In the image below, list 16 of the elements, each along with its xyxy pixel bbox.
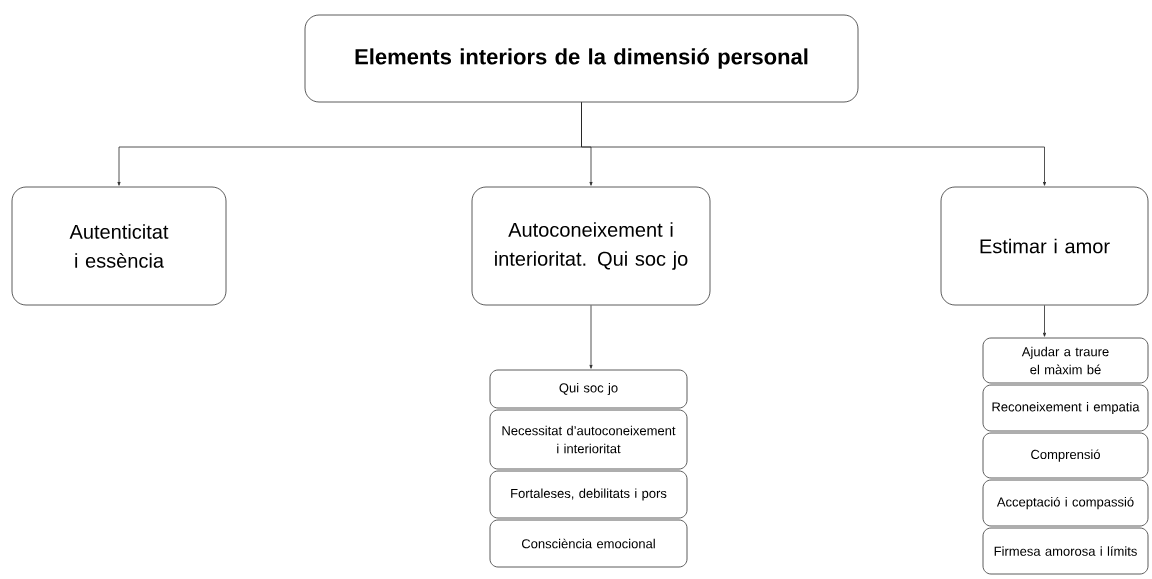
item-box: Comprensió <box>982 432 1149 479</box>
item-box: Acceptació i compassió <box>982 479 1149 527</box>
arrow <box>589 305 593 369</box>
item-box: Reconeixement i empatia <box>982 384 1149 432</box>
item-box: Consciència emocional <box>489 519 688 568</box>
arrow <box>1043 305 1047 337</box>
title-box: Elements interiors de la dimensió personal <box>304 14 859 103</box>
item-box: Qui soc jo <box>489 369 688 409</box>
arrow <box>581 102 1047 186</box>
item-box: Firmesa amorosa i límits <box>982 527 1149 575</box>
topic-box: Estimar i amor <box>940 186 1149 306</box>
item-box: Necessitat d’autoconeixement i interioritat <box>489 409 688 470</box>
topic-box: Autoconeixement i interioritat. Qui soc jo <box>471 186 711 306</box>
topic-box: Autenticitat i essència <box>11 186 227 306</box>
item-box: Fortaleses, debilitats i pors <box>489 470 688 519</box>
item-box: Ajudar a traure el màxim bé <box>982 337 1149 384</box>
